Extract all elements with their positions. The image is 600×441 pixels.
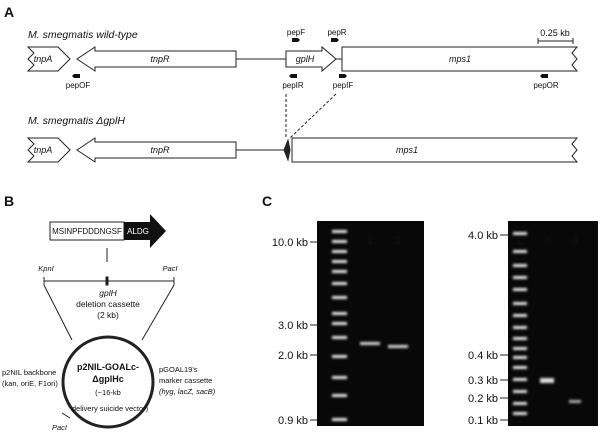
tnpR-gene	[76, 46, 237, 72]
gel1-lane2-band	[388, 345, 408, 348]
gel1-lane-1: 1	[367, 235, 373, 247]
tnpA-gene	[26, 46, 71, 72]
svg-text:pepIF: pepIF	[333, 81, 354, 90]
protein-seq-text: MSINPFDDDNGSF	[52, 227, 122, 236]
marker-cassette-label-1: pGOAL19's	[159, 365, 198, 374]
tnpR-label: tnpR	[150, 54, 170, 64]
pac-bottom-tick	[61, 412, 71, 419]
gplH-gene	[285, 45, 337, 73]
cassette-desc-label: deletion cassette	[76, 299, 140, 309]
tnpA-gene-mutant	[26, 137, 71, 163]
panel-b: B MSINPFDDDNGSF ALDG KpnI PacI gplH dele…	[2, 193, 216, 432]
panel-c-label: C	[262, 193, 272, 209]
gel-2: L 3 4	[468, 221, 598, 427]
primer-pepF: pepF	[287, 28, 305, 42]
wild-type-title: M. smegmatis wild-type	[28, 29, 138, 41]
mutant-title: M. smegmatis ΔgplH	[28, 115, 125, 127]
mutant-map	[26, 137, 579, 163]
marker-cassette-label-2: marker cassette	[159, 376, 212, 385]
deletion-lines	[285, 93, 337, 139]
primer-pepOF: pepOF	[66, 74, 91, 90]
gel2-marker-4kb: 4.0 kb	[468, 230, 498, 242]
mps1-gene-mutant	[291, 137, 579, 163]
svg-text:pepIR: pepIR	[282, 81, 304, 90]
gel1-marker-10kb: 10.0 kb	[272, 237, 308, 249]
scale-bar	[537, 38, 574, 44]
kpn-site-label: KpnI	[38, 264, 53, 273]
gel2-lane-3: 3	[545, 235, 551, 247]
gel1-marker-2kb: 2.0 kb	[278, 350, 308, 362]
panel-a-label: A	[4, 4, 14, 20]
pac-site-bottom-label: PacI	[52, 423, 67, 432]
mps1-label-mutant: mps1	[396, 145, 418, 155]
pac-site-top-label: PacI	[162, 264, 177, 273]
plasmid-name: p2NIL-GOALc-	[77, 362, 139, 372]
gel1-ladder	[332, 230, 347, 421]
gel1-marker-3kb: 3.0 kb	[278, 320, 308, 332]
primer-pepIF: pepIF	[333, 74, 354, 90]
gel2-lane3-band	[540, 378, 554, 383]
protein-seq-end-text: ALDG	[127, 227, 149, 236]
deletion-cassette	[43, 248, 175, 341]
primer-pepIR: pepIR	[282, 74, 304, 90]
tnpR-gene-mutant	[76, 137, 237, 163]
gplH-label: gplH	[296, 54, 315, 64]
gel2-marker-0-2kb: 0.2 kb	[468, 393, 498, 405]
tnpR-label-mutant: tnpR	[150, 145, 170, 155]
primer-pepOR: pepOR	[533, 74, 559, 90]
gel1-marker-0-9kb: 0.9 kb	[278, 415, 308, 427]
backbone-genes-label: (kan, oriE, F1ori)	[2, 379, 58, 388]
tnpA-label: tnpA	[34, 54, 53, 64]
svg-text:pepOR: pepOR	[533, 81, 559, 90]
svg-text:pepF: pepF	[287, 28, 305, 37]
gel1-lane-2: 2	[395, 235, 401, 247]
plasmid-circle	[61, 335, 155, 429]
gel1-lane1-band	[360, 342, 380, 345]
panel-b-label: B	[4, 193, 14, 209]
gel2-marker-0-3kb: 0.3 kb	[468, 375, 498, 387]
svg-text:pepR: pepR	[327, 28, 346, 37]
cassette-gene-label: gplH	[99, 288, 117, 298]
plasmid-description: delivery suicide vector)	[72, 404, 149, 413]
mps1-label: mps1	[449, 54, 471, 64]
svg-text:pepOF: pepOF	[66, 81, 91, 90]
panel-a: A M. smegmatis wild-type 0.25 kb tnpA tn…	[4, 4, 579, 163]
panel-c: C L 1 2	[262, 193, 598, 427]
mps1-gene	[341, 46, 579, 72]
scale-bar-label: 0.25 kb	[540, 28, 570, 38]
wild-type-map	[26, 45, 579, 73]
plasmid-size: (~16-kb	[95, 388, 121, 397]
gel-1: L 1 2	[272, 221, 424, 427]
plasmid-name-line2: ΔgplHc	[92, 374, 123, 384]
scar-mark	[283, 138, 291, 162]
cassette-size-label: (2 kb)	[97, 310, 119, 320]
backbone-label: p2NIL backbone	[2, 368, 56, 377]
gel2-ladder	[513, 232, 527, 415]
gel2-marker-0-1kb: 0.1 kb	[468, 415, 498, 427]
tnpA-label-mutant: tnpA	[34, 145, 53, 155]
gel2-lane4-band	[569, 400, 581, 403]
gel2-lane-L: L	[517, 235, 523, 247]
marker-cassette-genes-label: (hyg, lacZ, sacB)	[159, 387, 216, 396]
primer-pepR: pepR	[327, 28, 347, 42]
gel2-marker-0-4kb: 0.4 kb	[468, 350, 498, 362]
gel2-lane-4: 4	[572, 235, 578, 247]
protein-sequence-arrow: MSINPFDDDNGSF ALDG	[49, 214, 166, 248]
